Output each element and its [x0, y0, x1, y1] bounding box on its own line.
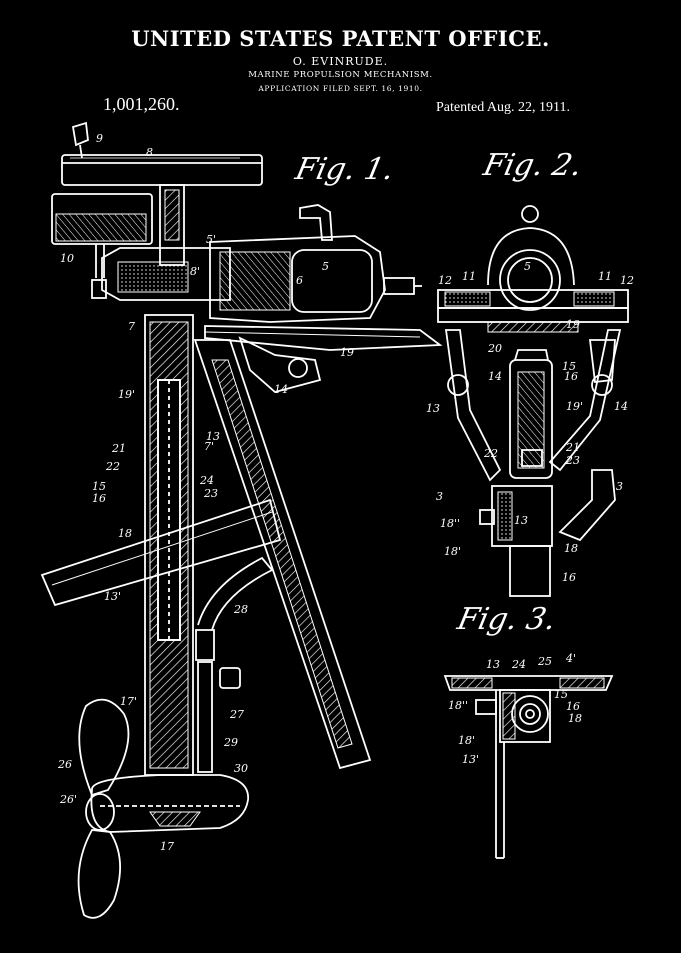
figure-2-drawing — [437, 205, 629, 597]
reference-numeral: 18 — [564, 542, 578, 555]
inventor-name: O. EVINRUDE. — [292, 55, 389, 68]
reference-numeral: 22 — [483, 447, 498, 460]
reference-numeral: 14 — [488, 370, 502, 383]
patent-office-title: UNITED STATES PATENT OFFICE. — [131, 26, 550, 51]
reference-numeral: 13 — [514, 514, 528, 527]
patent-date: Patented Aug. 22, 1911. — [436, 100, 571, 115]
reference-numeral: 19' — [118, 388, 135, 401]
reference-numeral: 11 — [462, 270, 476, 283]
reference-numeral: 18 — [118, 527, 132, 540]
reference-numeral: 8 — [146, 146, 153, 159]
reference-numeral: 13 — [486, 658, 500, 671]
reference-numeral: 6 — [296, 274, 303, 287]
reference-numeral: 12 — [620, 274, 634, 287]
reference-numeral: 9 — [96, 132, 103, 145]
reference-numeral: 23 — [565, 454, 580, 467]
reference-numeral: 4' — [565, 652, 576, 665]
reference-numeral: 21 — [565, 441, 580, 454]
figure-3-drawing — [443, 675, 614, 859]
reference-numeral: 15 — [92, 480, 106, 493]
reference-numeral: 27 — [229, 708, 244, 721]
reference-numeral: 13' — [462, 753, 479, 766]
reference-numeral: 25 — [537, 655, 552, 668]
reference-numeral: 15 — [562, 360, 576, 373]
reference-numeral: 20 — [487, 342, 502, 355]
reference-numeral: 3 — [436, 490, 443, 503]
reference-numeral: 19 — [340, 346, 354, 359]
reference-numeral: 13 — [426, 402, 440, 415]
reference-numeral: 30 — [234, 762, 248, 775]
reference-numeral: 16 — [92, 492, 106, 505]
reference-numeral: 3 — [616, 480, 623, 493]
reference-numeral: 23 — [203, 487, 218, 500]
reference-numeral: 29 — [223, 736, 238, 749]
reference-numeral: 17' — [120, 695, 137, 708]
reference-numeral: 24 — [199, 474, 214, 487]
reference-numeral: 16 — [564, 370, 578, 383]
reference-numeral: 22 — [105, 460, 120, 473]
reference-numeral: 5 — [524, 260, 531, 273]
reference-numerals: 98105'8'567191419'137'2122151624231813'2… — [57, 132, 634, 853]
reference-numeral: 5 — [322, 260, 329, 273]
reference-numeral: 28 — [233, 603, 248, 616]
reference-numeral: 14 — [614, 400, 628, 413]
patent-number: 1,001,260. — [103, 94, 180, 114]
reference-numeral: 21 — [111, 442, 126, 455]
reference-numeral: 15 — [554, 688, 568, 701]
reference-numeral: 13' — [104, 590, 121, 603]
reference-numeral: 5' — [206, 233, 216, 246]
reference-numeral: 18' — [444, 545, 461, 558]
reference-numeral: 7 — [128, 320, 135, 333]
reference-numeral: 18' — [458, 734, 475, 747]
reference-numeral: 18'' — [440, 517, 460, 530]
reference-numeral: 8' — [190, 265, 200, 278]
reference-numeral: 7' — [204, 440, 214, 453]
reference-numeral: 17 — [160, 840, 174, 853]
reference-numeral: 19' — [566, 400, 583, 413]
reference-numeral: 26 — [57, 758, 72, 771]
reference-numeral: 24 — [511, 658, 526, 671]
reference-numeral: 16 — [566, 700, 580, 713]
reference-numeral: 26' — [59, 793, 77, 806]
invention-title: MARINE PROPULSION MECHANISM. — [248, 70, 433, 80]
reference-numeral: 12 — [438, 274, 452, 287]
reference-numeral: 11 — [598, 270, 612, 283]
reference-numeral: 16 — [562, 571, 576, 584]
reference-numeral: 18 — [568, 712, 582, 725]
reference-numeral: 18'' — [448, 699, 468, 712]
reference-numeral: 10 — [60, 252, 74, 265]
filing-date: APPLICATION FILED SEPT. 16, 1910. — [258, 84, 423, 93]
reference-numeral: 19 — [566, 318, 580, 331]
figure-1-drawing — [40, 121, 443, 919]
reference-numeral: 13 — [206, 430, 220, 443]
reference-numeral: 14 — [274, 383, 288, 396]
